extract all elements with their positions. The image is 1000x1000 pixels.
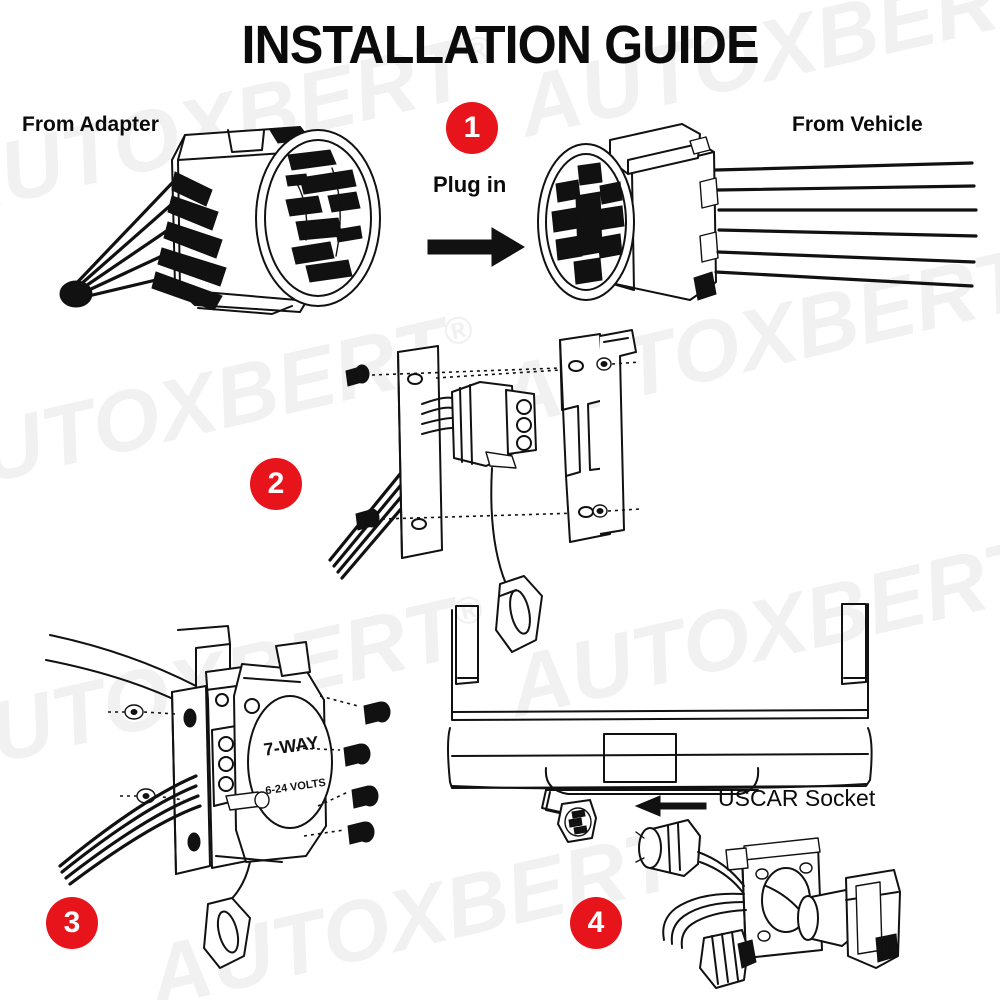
washer-icon bbox=[124, 704, 144, 720]
connector-face-label-sub: 6-24 VOLTS bbox=[265, 777, 327, 797]
nut-icon bbox=[596, 357, 612, 371]
arrow-right-icon bbox=[427, 227, 525, 267]
label-from-vehicle: From Vehicle bbox=[792, 113, 923, 136]
bolt-icon bbox=[345, 364, 370, 387]
step-badge-1: 1 bbox=[446, 102, 498, 154]
vehicle-plug-illustration bbox=[537, 123, 978, 301]
arrow-left-icon bbox=[634, 795, 707, 817]
nut-icon bbox=[592, 504, 608, 518]
step-badge-number: 3 bbox=[63, 906, 81, 939]
connector-face-label-main: 7-WAY bbox=[262, 732, 320, 760]
label-from-adapter: From Adapter bbox=[22, 113, 159, 136]
bolt-icon bbox=[355, 508, 380, 531]
step2-bracket-assembly bbox=[328, 329, 641, 653]
step4-final-assembly bbox=[635, 819, 901, 989]
bolt-icon bbox=[347, 821, 375, 845]
page-title: INSTALLATION GUIDE bbox=[241, 15, 759, 75]
watermark-text: AUTOXBERT® bbox=[499, 520, 1000, 736]
step-badge-number: 2 bbox=[267, 467, 285, 500]
bolt-icon bbox=[343, 743, 371, 767]
washer-icon bbox=[136, 788, 156, 804]
step-badge-number: 1 bbox=[463, 111, 481, 144]
bolt-icon bbox=[363, 701, 391, 725]
label-uscar-socket: USCAR Socket bbox=[718, 785, 876, 811]
step-badge-2: 2 bbox=[250, 458, 302, 510]
step-badge-4: 4 bbox=[570, 897, 622, 949]
watermark-text: AUTOXBERT® bbox=[0, 300, 478, 516]
step-badge-number: 4 bbox=[587, 906, 605, 939]
watermark-text: AUTOXBERT® bbox=[139, 810, 708, 1000]
step3-socket-mounting bbox=[45, 625, 391, 969]
step-badge-3: 3 bbox=[46, 897, 98, 949]
label-plug-in: Plug in bbox=[433, 172, 507, 197]
watermark-text: AUTOXBERT® bbox=[0, 580, 488, 796]
bolt-icon bbox=[351, 785, 379, 809]
adapter-plug-illustration bbox=[59, 126, 381, 315]
watermark-text: AUTOXBERT® bbox=[489, 230, 1000, 446]
